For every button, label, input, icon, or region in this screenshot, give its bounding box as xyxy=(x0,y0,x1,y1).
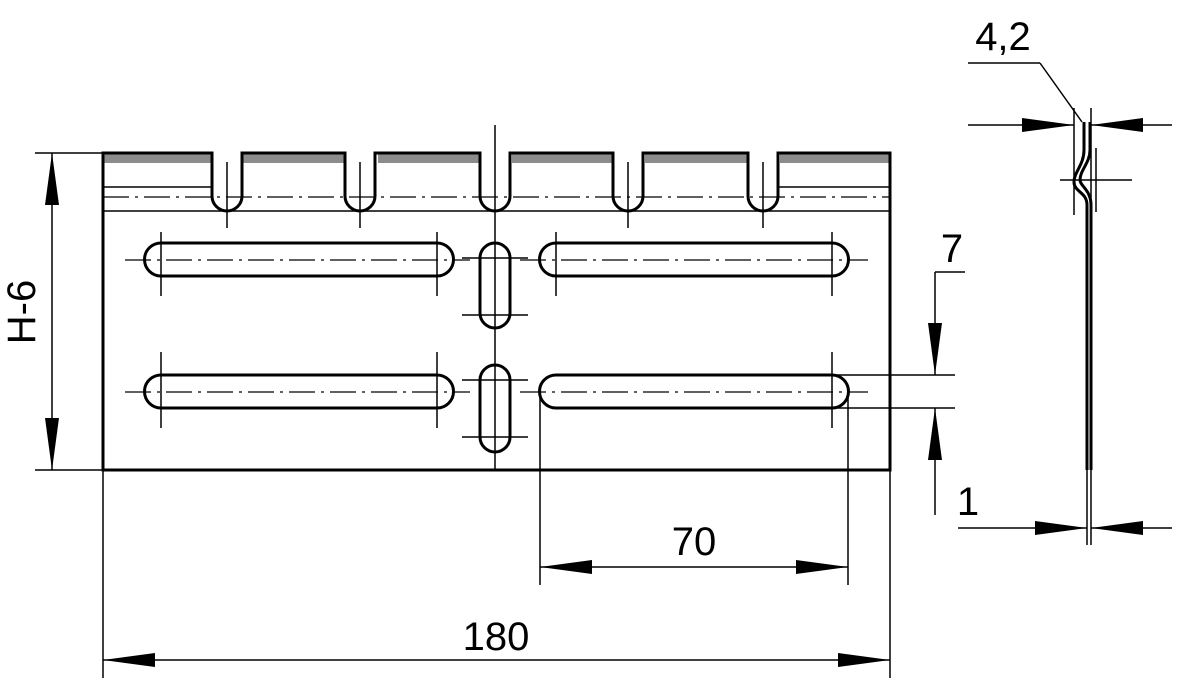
dimension-bend-offset-label: 4,2 xyxy=(975,15,1031,59)
top-edge-strip xyxy=(780,153,890,163)
horizontal-slots xyxy=(125,232,868,428)
dimension-bend-offset: 4,2 xyxy=(968,15,1172,132)
vertical-slots xyxy=(462,241,528,454)
arrow-head xyxy=(928,408,942,460)
top-edge-strip xyxy=(512,153,613,163)
top-edge-strip xyxy=(378,153,480,163)
top-edge-strip xyxy=(243,153,345,163)
arrow-head xyxy=(1091,521,1143,535)
arrow-head xyxy=(928,323,942,375)
arrow-head xyxy=(838,653,890,667)
dimension-slot-width: 7 xyxy=(832,227,965,515)
top-edge-strip xyxy=(103,153,212,163)
dimension-overall-width-label: 180 xyxy=(463,615,530,659)
dimension-height-label: H-6 xyxy=(0,280,44,344)
dimension-slot-spacing: 70 xyxy=(539,392,849,585)
dimension-overall-width: 180 xyxy=(102,470,891,678)
slot-vertical-upper xyxy=(478,241,512,330)
plate-outline xyxy=(101,151,892,472)
side-view xyxy=(1060,108,1132,545)
arrow-head xyxy=(103,653,155,667)
arrow-head xyxy=(45,418,59,470)
arrow-head xyxy=(1022,118,1074,132)
top-edge-strip xyxy=(645,153,748,163)
dimension-slot-width-label: 7 xyxy=(941,227,963,271)
dimension-slot-spacing-label: 70 xyxy=(672,520,717,564)
dimension-thickness: 1 xyxy=(957,480,1172,535)
arrow-head xyxy=(1091,118,1143,132)
arrow-head xyxy=(796,560,848,574)
arrow-head xyxy=(45,153,59,205)
front-view xyxy=(101,125,892,472)
arrow-head xyxy=(540,560,592,574)
dimension-height: H-6 xyxy=(0,152,103,471)
arrow-head xyxy=(1035,521,1087,535)
leader-line xyxy=(1039,62,1083,123)
dimension-thickness-label: 1 xyxy=(957,480,979,524)
